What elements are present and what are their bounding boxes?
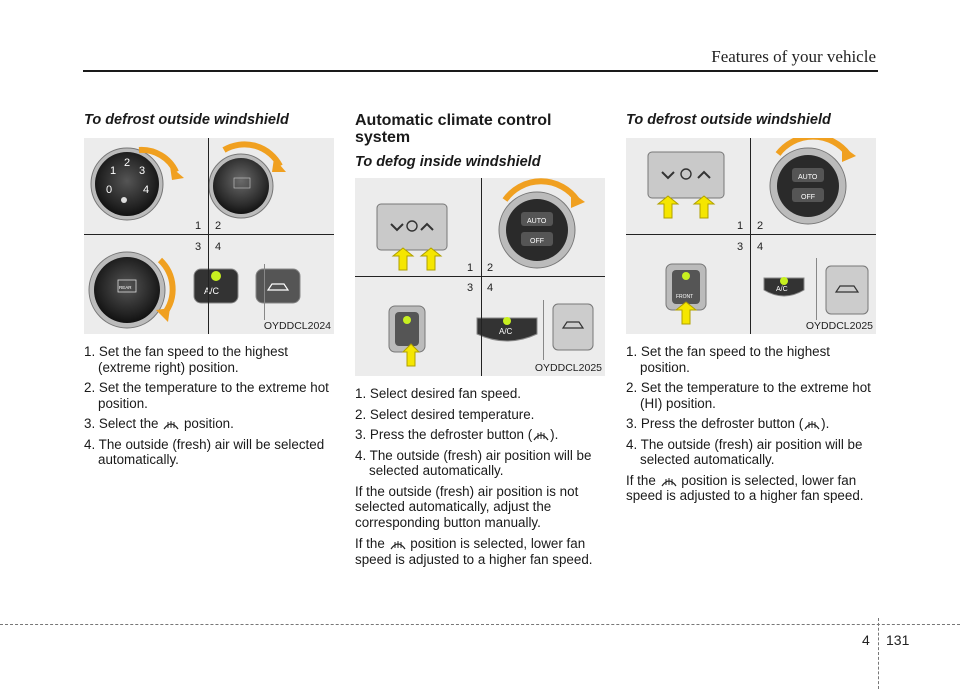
section-heading-right: To defrost outside windshield (626, 112, 831, 128)
figure-middle: AUTO OFF A/C 1 (355, 178, 605, 376)
ac-button-icon: A/C (476, 317, 538, 342)
steps-list-middle: 1. Select desired fan speed. 2. Select d… (355, 386, 605, 479)
figure-number-3: 3 (737, 241, 744, 253)
fan-control-button-icon (376, 203, 448, 251)
rotate-arrow-icon (775, 138, 851, 156)
running-header: Features of your vehicle (711, 47, 876, 66)
figure-right: AUTO OFF FRONT A/C (626, 138, 876, 334)
svg-text:A/C: A/C (776, 286, 788, 293)
front-defrost-button-icon: FRONT (665, 263, 707, 311)
list-item: 2. Set the temperature to the extreme ho… (84, 380, 329, 411)
ac-button-icon: A/C (763, 277, 805, 297)
header-rule (83, 70, 878, 72)
figure-number-3: 3 (467, 282, 474, 294)
svg-text:REAR: REAR (119, 285, 132, 290)
list-item: 1. Select desired fan speed. (355, 386, 522, 401)
climate-controls-illustration-middle: AUTO OFF A/C (376, 178, 594, 367)
svg-text:AUTO: AUTO (798, 174, 818, 181)
figure-number-1: 1 (737, 220, 744, 232)
footer-rule (0, 624, 960, 625)
fan-digit-0: 0 (106, 184, 112, 196)
defrost-icon (804, 421, 820, 430)
svg-text:OFF: OFF (801, 194, 815, 201)
paragraph: If the position is selected, lower fan s… (355, 536, 593, 567)
svg-text:OFF: OFF (530, 238, 544, 245)
figure-number-1: 1 (467, 262, 474, 274)
auto-temperature-knob-icon: AUTO OFF (498, 191, 576, 269)
arrow-up-icon (401, 343, 421, 367)
svg-text:2: 2 (124, 157, 130, 169)
figure-number-1: 1 (195, 220, 202, 232)
page-number: 131 (886, 632, 910, 648)
recirculation-button-icon (825, 265, 869, 315)
chapter-number: 4 (862, 632, 870, 648)
list-item: 2. Set the temperature to the extreme ho… (626, 380, 871, 411)
figure-code: OYDDCL2025 (533, 362, 603, 374)
svg-text:A/C: A/C (204, 286, 220, 296)
footer-divider (878, 618, 879, 689)
section-subheading-middle: To defog inside windshield (355, 154, 541, 170)
arrow-up-icon (656, 195, 680, 219)
steps-list-right: 1. Set the fan speed to the highest posi… (626, 344, 876, 468)
list-item: 4. The outside (fresh) air will be selec… (84, 436, 325, 468)
rotate-arrow-icon (502, 178, 580, 202)
figure-number-2: 2 (215, 220, 222, 232)
figure-number-4: 4 (757, 241, 764, 253)
climate-controls-illustration-left: 0 1 2 3 4 REAR (88, 141, 301, 329)
defrost-icon (163, 421, 179, 430)
ac-button-icon: A/C (193, 268, 239, 304)
svg-text:1: 1 (110, 165, 116, 177)
list-item: 3. Press the defroster button (). (355, 427, 559, 442)
section-heading-middle: Automatic climate control system (355, 112, 552, 146)
figure-number-2: 2 (757, 220, 764, 232)
figure-left: 0 1 2 3 4 REAR (84, 138, 334, 334)
figure-code: OYDDCL2024 (262, 320, 332, 332)
svg-text:4: 4 (143, 184, 149, 196)
auto-temperature-knob-icon: AUTO OFF (769, 147, 847, 225)
arrow-up-icon (674, 301, 698, 325)
list-item: 3. Select the position. (84, 416, 234, 431)
defrost-icon (390, 541, 406, 550)
front-defrost-button-icon (388, 305, 426, 353)
temperature-knob-icon (208, 153, 274, 219)
list-item: 4. The outside (fresh) air position will… (626, 436, 863, 468)
fan-control-button-icon (647, 151, 725, 199)
recirculation-button-icon (255, 268, 301, 304)
defrost-icon (533, 432, 549, 441)
list-item: 1. Set the fan speed to the highest posi… (626, 344, 831, 375)
rotate-arrow-icon (222, 141, 283, 168)
figure-number-4: 4 (487, 282, 494, 294)
svg-text:AUTO: AUTO (527, 218, 547, 225)
defrost-icon (661, 477, 677, 486)
column-middle: Automatic climate control system To defo… (355, 112, 605, 571)
svg-text:FRONT: FRONT (676, 294, 693, 300)
section-heading-left: To defrost outside windshield (84, 112, 289, 128)
arrow-up-icon (391, 247, 415, 271)
figure-number-4: 4 (215, 241, 222, 253)
list-item: 3. Press the defroster button (). (626, 416, 830, 431)
figure-code: OYDDCL2025 (804, 320, 874, 332)
column-right: To defrost outside windshield AUTO OFF (626, 112, 876, 508)
svg-text:3: 3 (139, 165, 145, 177)
fan-speed-knob-icon: 0 1 2 3 4 (90, 147, 164, 221)
list-item: 4. The outside (fresh) air position will… (355, 447, 592, 479)
climate-controls-illustration-right: AUTO OFF FRONT A/C (647, 138, 869, 325)
recirculation-button-icon (552, 303, 594, 351)
figure-number-2: 2 (487, 262, 494, 274)
list-item: 1. Set the fan speed to the highest (ext… (84, 344, 289, 375)
list-item: 2. Select desired temperature. (355, 406, 535, 422)
paragraph: If the outside (fresh) air position is n… (355, 483, 579, 530)
arrow-up-icon (692, 195, 716, 219)
column-left: To defrost outside windshield 0 1 2 3 4 (84, 112, 334, 473)
figure-number-3: 3 (195, 241, 202, 253)
svg-text:A/C: A/C (499, 327, 513, 336)
arrow-up-icon (419, 247, 443, 271)
paragraph: If the position is selected, lower fan s… (626, 472, 864, 504)
steps-list-left: 1. Set the fan speed to the highest (ext… (84, 344, 334, 468)
mode-knob-icon: REAR (88, 251, 166, 329)
rotate-arrow-icon (138, 146, 179, 174)
